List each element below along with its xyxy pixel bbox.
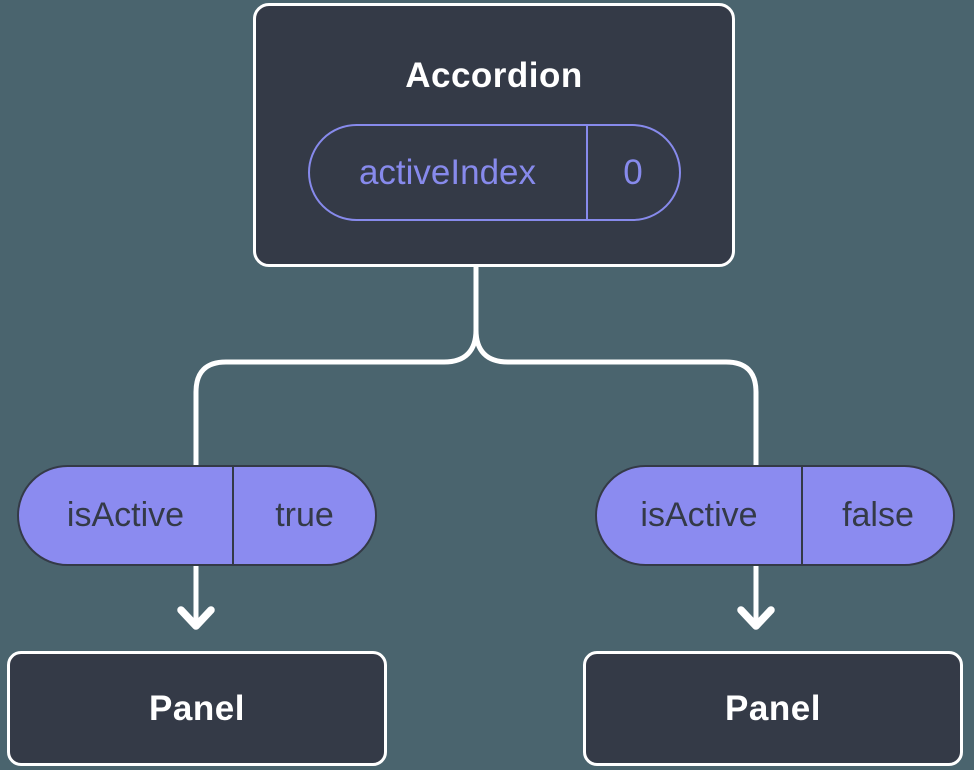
accordion-node-title: Accordion bbox=[405, 56, 583, 95]
branch-line-left bbox=[193, 265, 479, 625]
branch-line-right bbox=[473, 265, 759, 625]
state-pill: activeIndex 0 bbox=[307, 124, 681, 221]
prop-value: false bbox=[842, 496, 914, 534]
panel-node-title: Panel bbox=[725, 688, 821, 728]
prop-name: isActive bbox=[597, 467, 803, 564]
arrow-down-icon bbox=[737, 606, 775, 630]
arrow-down-icon bbox=[177, 606, 215, 630]
prop-pill-right: isActive false bbox=[595, 465, 955, 566]
prop-value: true bbox=[275, 496, 334, 534]
prop-pill-left: isActive true bbox=[17, 465, 377, 566]
state-value: 0 bbox=[623, 152, 643, 192]
prop-name: isActive bbox=[19, 467, 234, 564]
state-name: activeIndex bbox=[310, 126, 588, 219]
panel-node-right: Panel bbox=[583, 651, 963, 766]
accordion-node: Accordion activeIndex 0 bbox=[253, 3, 735, 267]
panel-node-title: Panel bbox=[149, 688, 245, 728]
panel-node-left: Panel bbox=[7, 651, 387, 766]
